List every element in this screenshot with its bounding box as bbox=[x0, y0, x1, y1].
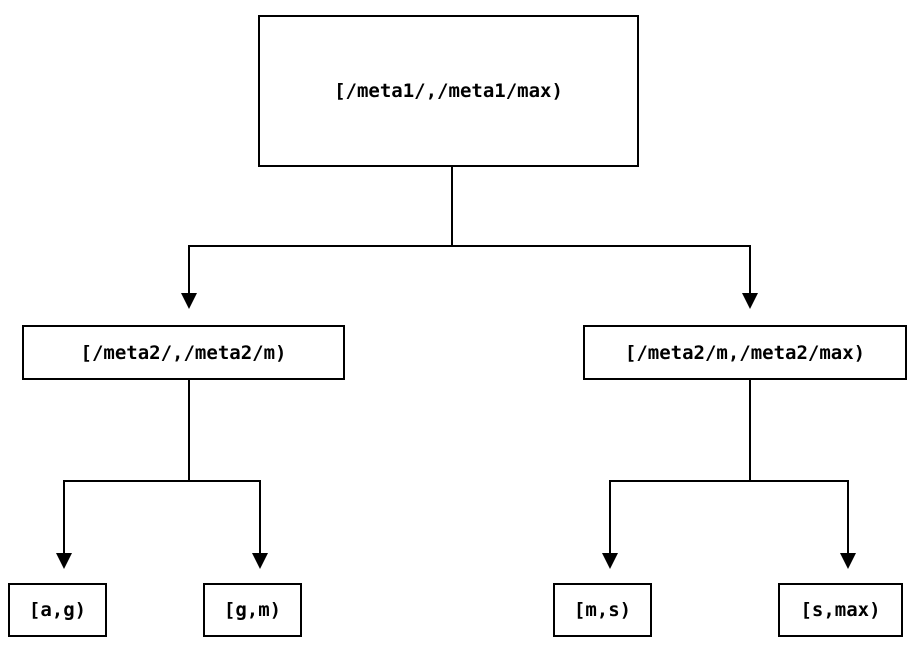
node-left-child: [/meta2/,/meta2/m) bbox=[22, 325, 345, 380]
node-leaf-g-m-label: [g,m) bbox=[223, 599, 282, 621]
arrowhead-right-child bbox=[742, 293, 758, 309]
node-leaf-s-max: [s,max) bbox=[778, 583, 903, 637]
node-right-child-label: [/meta2/m,/meta2/max) bbox=[624, 341, 866, 364]
arrowhead-leaf-ag bbox=[56, 553, 72, 569]
node-leaf-a-g: [a,g) bbox=[8, 583, 107, 637]
node-leaf-g-m: [g,m) bbox=[203, 583, 302, 637]
node-leaf-s-max-label: [s,max) bbox=[800, 599, 881, 621]
node-right-child: [/meta2/m,/meta2/max) bbox=[583, 325, 907, 380]
arrowhead-leaf-gm bbox=[252, 553, 268, 569]
node-leaf-m-s-label: [m,s) bbox=[573, 599, 632, 621]
node-leaf-m-s: [m,s) bbox=[553, 583, 652, 637]
node-root: [/meta1/,/meta1/max) bbox=[258, 15, 639, 167]
node-left-child-label: [/meta2/,/meta2/m) bbox=[80, 341, 287, 364]
arrowhead-leaf-smax bbox=[840, 553, 856, 569]
arrowhead-left-child bbox=[181, 293, 197, 309]
node-leaf-a-g-label: [a,g) bbox=[28, 599, 87, 621]
arrowhead-leaf-ms bbox=[602, 553, 618, 569]
node-root-label: [/meta1/,/meta1/max) bbox=[334, 80, 563, 102]
